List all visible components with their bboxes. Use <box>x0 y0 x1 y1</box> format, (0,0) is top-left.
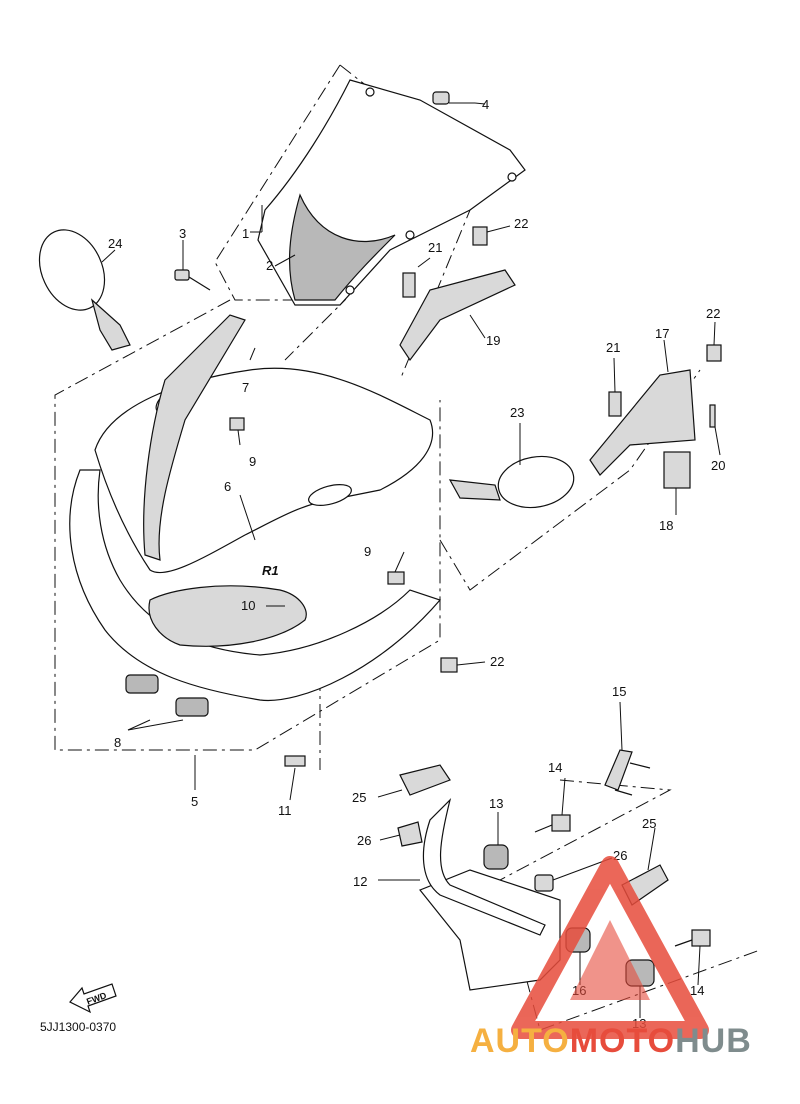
part-label-6: 6 <box>224 479 231 494</box>
part-label-25a: 25 <box>352 790 366 805</box>
bolt-14a <box>534 814 571 833</box>
part-label-9b: 9 <box>364 544 371 559</box>
watermark-logo <box>511 856 709 1039</box>
side-bracket-17 <box>589 369 696 476</box>
part-label-17: 17 <box>655 326 669 341</box>
part-label-14b: 14 <box>690 983 704 998</box>
part-label-2: 2 <box>266 258 273 273</box>
part-label-22b: 22 <box>706 306 720 321</box>
part-label-10: 10 <box>241 598 255 613</box>
part-label-21a: 21 <box>428 240 442 255</box>
part-label-11: 11 <box>278 803 292 818</box>
part-label-15: 15 <box>612 684 626 699</box>
part-label-22c: 22 <box>490 654 504 669</box>
bolt-3 <box>174 240 211 291</box>
screw-22c <box>440 657 458 673</box>
part-label-4: 4 <box>482 97 489 112</box>
clip-20 <box>709 404 716 428</box>
upper-fairing: R1 <box>69 314 442 702</box>
part-label-22a: 22 <box>514 216 528 231</box>
part-label-19: 19 <box>486 333 500 348</box>
part-label-8: 8 <box>114 735 121 750</box>
watermark-hub: HUB <box>675 1022 752 1060</box>
leader-lines <box>194 102 721 1018</box>
part-label-9a: 9 <box>249 454 256 469</box>
pad-18 <box>663 451 691 489</box>
screw-22b <box>706 344 722 362</box>
diagram-code: 5JJ1300-0370 <box>40 1020 117 1034</box>
watermark-moto: MOTO <box>570 1022 675 1060</box>
screw-21b <box>608 391 622 417</box>
part-label-20: 20 <box>711 458 725 473</box>
screw-21a <box>402 272 416 298</box>
part-label-1: 1 <box>242 226 249 241</box>
mirror-24 <box>38 229 131 351</box>
fwd-arrow: FWD <box>69 983 117 1014</box>
side-bracket-19 <box>399 269 516 362</box>
part-labels: 1 2 3 4 5 6 7 8 9 9 10 11 12 13 13 14 14… <box>108 97 725 1031</box>
watermark-auto: AUTO <box>470 1022 570 1060</box>
part-label-3: 3 <box>179 226 186 241</box>
label-plate-11 <box>284 755 306 767</box>
part-label-24: 24 <box>108 236 122 251</box>
screw-22a <box>472 226 488 246</box>
mirror-23 <box>448 455 575 509</box>
part-label-14a: 14 <box>548 760 562 775</box>
watermark-text: AUTOMOTOHUB <box>470 1022 752 1060</box>
fairing-badge: R1 <box>262 563 279 578</box>
part-label-7: 7 <box>242 380 249 395</box>
part-label-13a: 13 <box>489 796 503 811</box>
screw-4 <box>432 91 475 105</box>
windscreen <box>257 79 526 306</box>
part-label-12: 12 <box>353 874 367 889</box>
part-label-5: 5 <box>191 794 198 809</box>
part-label-25b: 25 <box>642 816 656 831</box>
grommets-8 <box>125 674 209 731</box>
damper-13a <box>483 844 509 870</box>
bolt-14b <box>674 929 711 947</box>
part-label-26a: 26 <box>357 833 371 848</box>
part-label-23: 23 <box>510 405 524 420</box>
bracket-15 <box>604 749 651 796</box>
part-label-21b: 21 <box>606 340 620 355</box>
part-label-18: 18 <box>659 518 673 533</box>
fairing-stay-12 <box>397 764 561 991</box>
nut-26b <box>534 874 554 892</box>
